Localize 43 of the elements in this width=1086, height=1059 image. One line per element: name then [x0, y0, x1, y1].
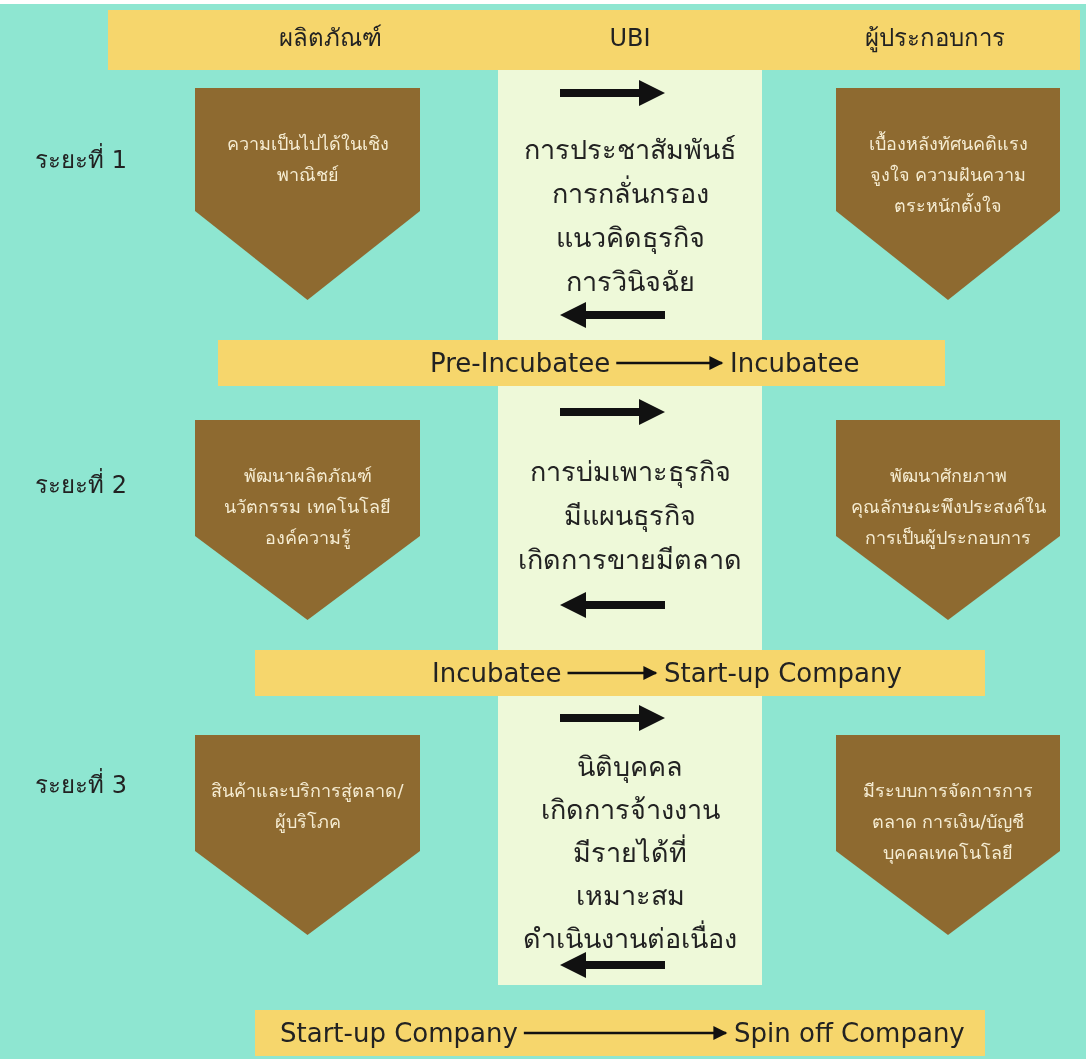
box-text: พัฒนาศักยภาพคุณลักษณะพึงประสงค์ในการเป็นผู้ประกอบการ — [850, 464, 1046, 551]
pentagon-arrow — [836, 420, 1060, 620]
stage-name: Incubatee — [730, 340, 860, 386]
stage-name: Start-up Company — [664, 650, 902, 696]
stage-band — [255, 1010, 985, 1056]
activity-text: นิติบุคคล — [576, 750, 684, 785]
pentagon-arrow — [836, 735, 1060, 935]
stage-name: Pre-Incubatee — [430, 340, 611, 386]
stage-label: ระยะที่ 1 — [35, 140, 127, 179]
column-heading: UBI — [609, 23, 651, 54]
activity-text: แนวคิดธุรกิจ — [554, 221, 706, 256]
box-text: ความเป็นไปได้ในเชิงพาณิชย์ — [225, 132, 390, 187]
pentagon-arrow — [195, 88, 420, 300]
activity-text: เกิดการจ้างงาน — [539, 793, 721, 827]
activity-text: เหมาะสม — [574, 879, 686, 913]
box-text: สินค้าและบริการสู่ตลาด/ผู้บริโภค — [210, 779, 405, 835]
activity-text: มีแผนธุรกิจ — [563, 499, 697, 534]
box-text: มีระบบการจัดการการตลาด การเงิน/บัญชี บุคคลเทคโนโลยี — [862, 779, 1034, 866]
stage-label: ระยะที่ 3 — [35, 765, 127, 804]
activity-text: มีรายได้ที่ — [480, 831, 780, 874]
stage-name: Start-up Company — [280, 1010, 518, 1056]
arrow — [567, 666, 658, 680]
stage-label: ระยะที่ 2 — [35, 465, 127, 504]
activity-text: การวินิจฉัย — [564, 265, 696, 299]
pentagon-arrow — [195, 420, 420, 620]
arrow — [616, 356, 724, 370]
stage-name: Incubatee — [432, 650, 562, 696]
box-text: พัฒนาผลิตภัณฑ์นวัตกรรม เทคโนโลยีองค์ความรู้ — [223, 464, 392, 551]
activity-text: การประชาสัมพันธ์ — [523, 133, 737, 167]
arrow — [523, 1026, 728, 1040]
column-heading: ผู้ประกอบการ — [865, 23, 1005, 55]
stage-band — [255, 650, 985, 696]
pentagon-arrow — [836, 88, 1060, 300]
column-heading: ผลิตภัณฑ์ — [278, 23, 382, 54]
activity-text: ดำเนินงานต่อเนื่อง — [480, 917, 780, 960]
activity-text: การกลั่นกรอง — [480, 172, 780, 215]
activity-text: เกิดการขายมีตลาด — [517, 543, 743, 577]
box-text: เบื้องหลังทัศนคติแรงจูงใจ ความฝันความตระหนักตั้งใจ — [867, 130, 1029, 218]
header-band — [108, 10, 1080, 70]
stage-name: Spin off Company — [734, 1010, 965, 1056]
activity-text: การบ่มเพาะธุรกิจ — [528, 455, 732, 490]
pentagon-arrow — [195, 735, 420, 935]
stage-band — [218, 340, 945, 386]
